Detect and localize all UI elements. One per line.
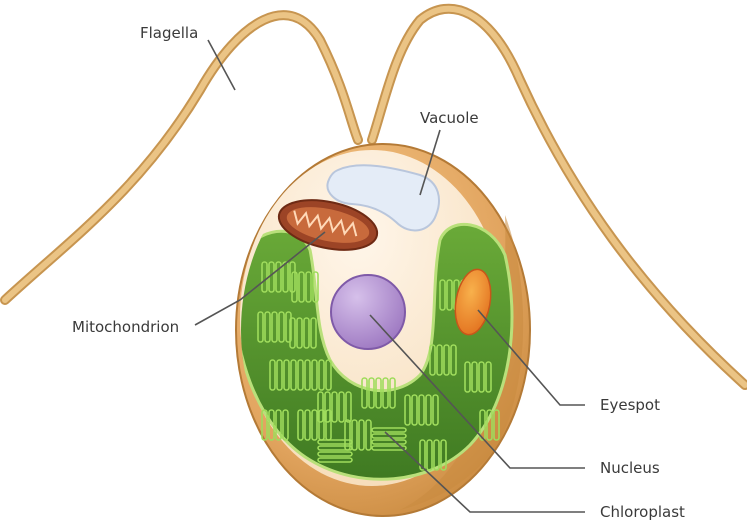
vacuole-label: Vacuole	[420, 109, 479, 127]
nucleus-label: Nucleus	[600, 459, 660, 477]
eyespot-label: Eyespot	[600, 396, 660, 414]
chloroplast-label: Chloroplast	[600, 503, 685, 521]
flagella-label: Flagella	[140, 24, 198, 42]
mitochondrion-label: Mitochondrion	[72, 318, 179, 336]
nucleus	[331, 275, 405, 349]
